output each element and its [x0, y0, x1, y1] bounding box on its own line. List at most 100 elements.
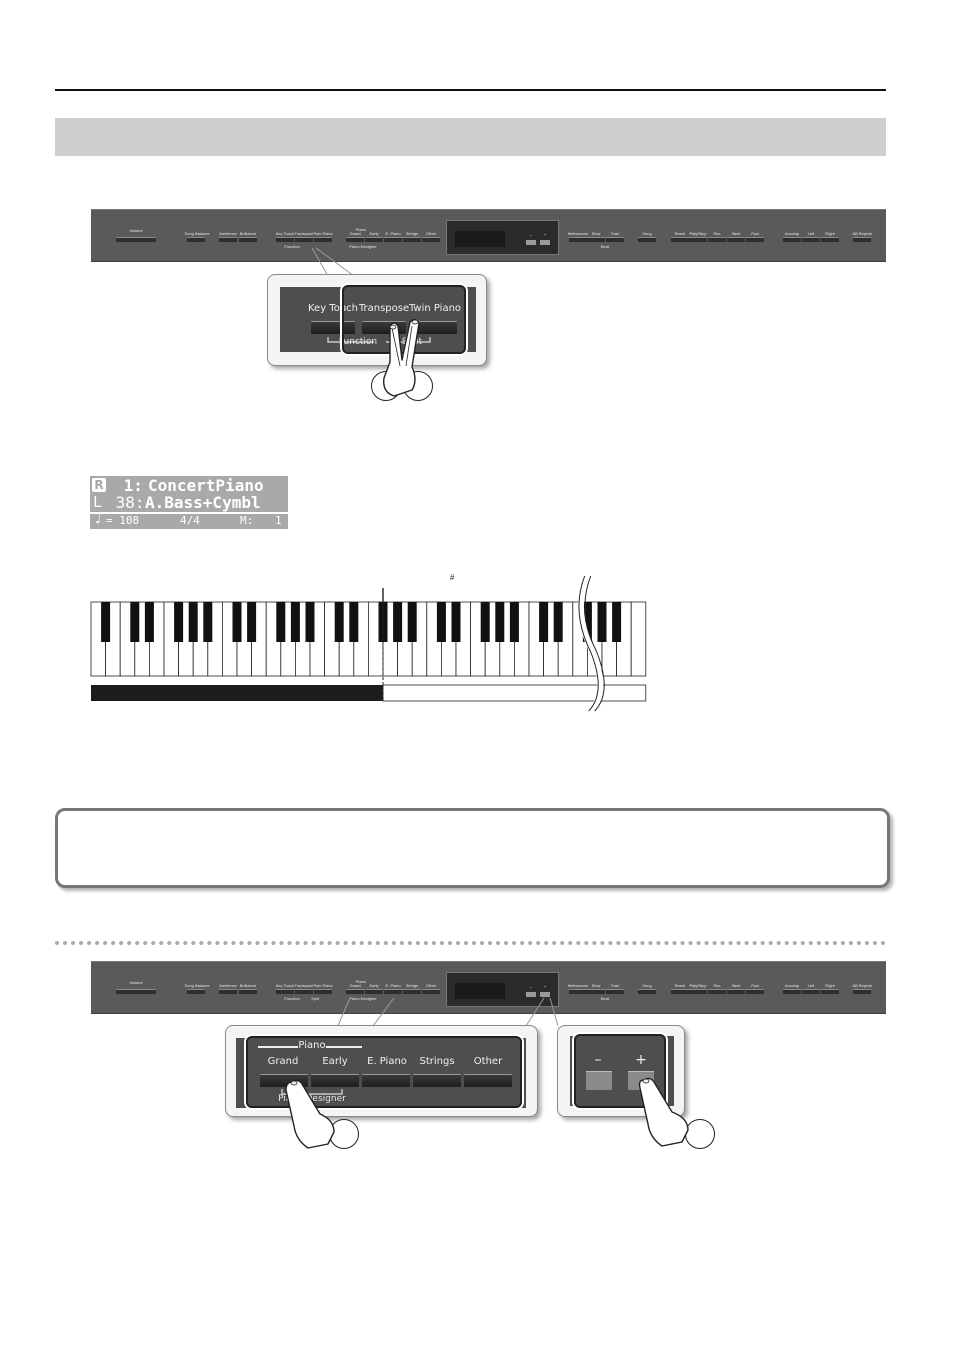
bwd-button[interactable]	[727, 237, 745, 242]
callout-key-touch-button[interactable]	[311, 321, 355, 334]
ab-repeat-button[interactable]	[853, 237, 871, 242]
metronome-label: Metronome	[567, 983, 589, 988]
callout-other-button[interactable]	[464, 1074, 512, 1087]
ambience-button[interactable]	[219, 989, 237, 994]
lcd-measure: 1	[275, 514, 282, 527]
callout-early-button[interactable]	[311, 1074, 359, 1087]
plus-label: +	[543, 232, 547, 237]
transpose-button[interactable]	[295, 989, 313, 994]
minus-label: –	[529, 984, 533, 989]
key-touch-button[interactable]	[276, 237, 294, 242]
minus-button[interactable]	[526, 992, 536, 997]
twin-piano-button[interactable]	[314, 989, 332, 994]
e-piano-button[interactable]	[384, 989, 402, 994]
dotted-separator	[55, 941, 886, 945]
strings-button[interactable]	[403, 989, 421, 994]
hand-press-icon	[638, 1077, 689, 1147]
lcd-beat: 4/4	[180, 514, 200, 527]
section-title-bar	[55, 118, 886, 156]
grand-button[interactable]	[346, 237, 364, 242]
strings-button[interactable]	[403, 237, 421, 242]
key-touch-button[interactable]	[276, 989, 294, 994]
black-key	[203, 602, 213, 642]
header-rule	[55, 89, 886, 91]
accomp-label: Accomp	[784, 231, 800, 236]
black-key	[597, 602, 607, 642]
brilliance-button[interactable]	[239, 237, 257, 242]
rec-label: Rec	[713, 231, 721, 236]
black-key	[130, 602, 140, 642]
other-button[interactable]	[422, 989, 440, 994]
play-stop-button[interactable]	[689, 989, 707, 994]
e-piano-label: E. Piano	[385, 231, 401, 236]
twin-piano-button[interactable]	[314, 237, 332, 242]
callout-strings-button[interactable]	[413, 1074, 461, 1087]
plus-button[interactable]	[540, 992, 550, 997]
brilliance-label: Brilliance	[239, 983, 257, 988]
note-icon: ♩	[95, 512, 102, 527]
callout-twin-piano-button[interactable]	[413, 321, 457, 334]
right-button[interactable]	[821, 237, 839, 242]
highlight-frame	[246, 1036, 522, 1108]
song-button[interactable]	[638, 237, 656, 242]
metronome-button[interactable]	[569, 237, 587, 242]
play-stop-label: Play/Stop	[689, 983, 707, 988]
song-balance-label: Song Balance	[184, 983, 210, 988]
song-balance-label: Song Balance	[184, 231, 210, 236]
grand-button[interactable]	[346, 989, 364, 994]
left-button[interactable]	[802, 989, 820, 994]
metronome-button[interactable]	[569, 989, 587, 994]
transpose-label: Transpose	[294, 983, 314, 988]
black-key	[582, 602, 592, 642]
song-label: Song	[642, 231, 652, 236]
song-label: Song	[642, 983, 652, 988]
left-label: Left	[807, 231, 815, 236]
accomp-label: Accomp	[784, 983, 800, 988]
early-button[interactable]	[365, 237, 383, 242]
other-button[interactable]	[422, 237, 440, 242]
fast-button[interactable]	[606, 237, 624, 242]
slow-button[interactable]	[587, 989, 605, 994]
brilliance-button[interactable]	[239, 989, 257, 994]
piano-designer-label: Piano Designer	[349, 244, 377, 249]
callout-e-piano-button[interactable]	[362, 1074, 410, 1087]
ambience-button[interactable]	[219, 237, 237, 242]
right-button[interactable]	[821, 989, 839, 994]
left-button[interactable]	[802, 237, 820, 242]
black-key	[539, 602, 549, 642]
transpose-button[interactable]	[295, 237, 313, 242]
volume-slider[interactable]	[116, 989, 156, 994]
break-line-mask	[577, 574, 604, 712]
reset-button[interactable]	[671, 237, 689, 242]
rec-button[interactable]	[708, 237, 726, 242]
ab-repeat-button[interactable]	[853, 989, 871, 994]
fwd-button[interactable]	[746, 989, 764, 994]
early-label: Early	[369, 983, 379, 988]
callout-plus-label: +	[635, 1052, 647, 1068]
slow-button[interactable]	[587, 237, 605, 242]
callout-minus-button[interactable]	[586, 1071, 612, 1090]
panel-display	[446, 220, 559, 255]
accomp-button[interactable]	[783, 989, 801, 994]
left-label: Left	[807, 983, 815, 988]
song-button[interactable]	[638, 989, 656, 994]
song-balance-button[interactable]	[187, 237, 205, 242]
plus-button[interactable]	[540, 240, 550, 245]
black-key	[451, 602, 461, 642]
rec-button[interactable]	[708, 989, 726, 994]
keyboard-diagram	[90, 574, 647, 712]
key-touch-label: Key Touch	[275, 983, 295, 988]
piano-group-line	[258, 1046, 298, 1048]
play-stop-button[interactable]	[689, 237, 707, 242]
fast-button[interactable]	[606, 989, 624, 994]
reset-button[interactable]	[671, 989, 689, 994]
bwd-button[interactable]	[727, 989, 745, 994]
minus-button[interactable]	[526, 240, 536, 245]
accomp-button[interactable]	[783, 237, 801, 242]
early-button[interactable]	[365, 989, 383, 994]
volume-slider[interactable]	[116, 237, 156, 242]
e-piano-button[interactable]	[384, 237, 402, 242]
e-piano-label: E. Piano	[385, 983, 401, 988]
fwd-button[interactable]	[746, 237, 764, 242]
song-balance-button[interactable]	[187, 989, 205, 994]
